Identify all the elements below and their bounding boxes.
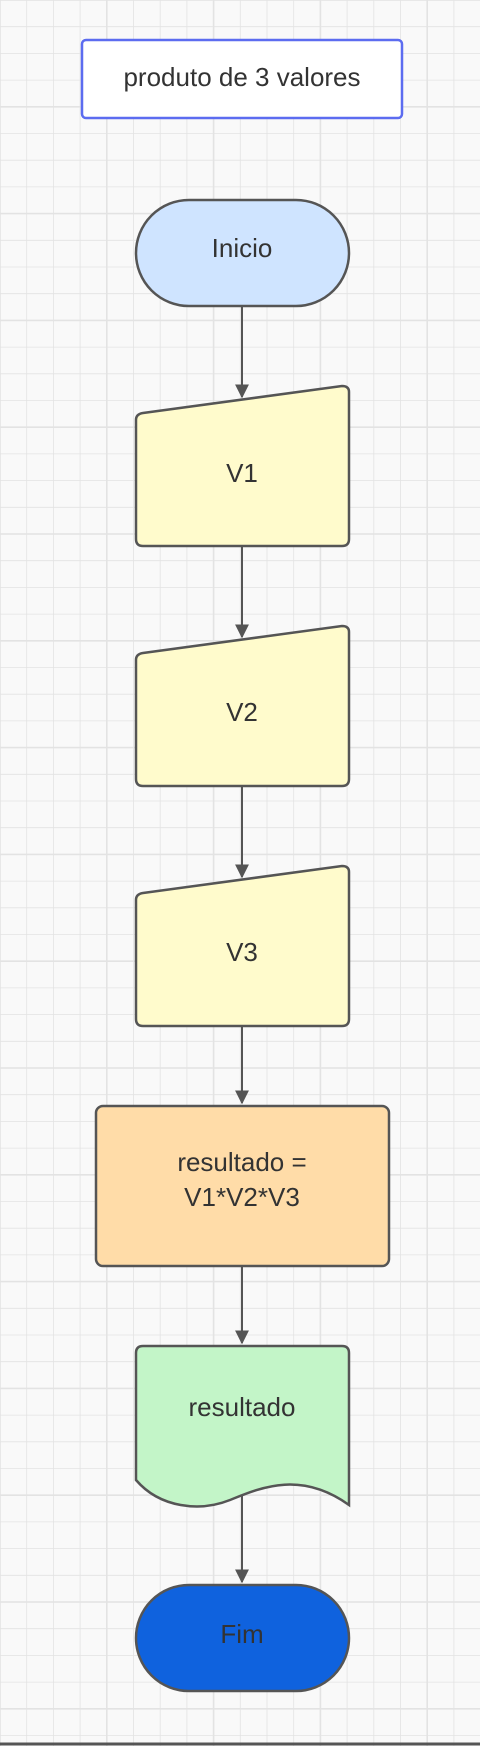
input-v2-shape bbox=[134, 624, 351, 788]
start-terminator[interactable]: Inicio bbox=[134, 198, 351, 308]
input-v2[interactable]: V2 bbox=[134, 624, 351, 788]
process-label-line1: resultado = bbox=[177, 1147, 306, 1177]
output-document[interactable]: resultado bbox=[134, 1344, 351, 1508]
output-shape bbox=[134, 1344, 351, 1508]
input-v2-label: V2 bbox=[226, 697, 258, 727]
output-label: resultado bbox=[189, 1392, 296, 1422]
process-node[interactable]: resultado = V1*V2*V3 bbox=[94, 1104, 391, 1268]
title-text: produto de 3 valores bbox=[123, 62, 360, 92]
input-v1-label: V1 bbox=[226, 458, 258, 488]
process-label-line2: V1*V2*V3 bbox=[184, 1182, 300, 1212]
end-label: Fim bbox=[220, 1619, 263, 1649]
input-v3[interactable]: V3 bbox=[134, 864, 351, 1028]
input-v1-shape bbox=[134, 384, 351, 548]
input-v1[interactable]: V1 bbox=[134, 384, 351, 548]
end-terminator[interactable]: Fim bbox=[134, 1583, 351, 1693]
input-v3-shape bbox=[134, 864, 351, 1028]
start-label: Inicio bbox=[212, 233, 273, 263]
process-shape bbox=[94, 1104, 391, 1268]
end-shape bbox=[134, 1583, 351, 1693]
title-box bbox=[80, 38, 404, 120]
input-v3-label: V3 bbox=[226, 937, 258, 967]
start-shape bbox=[134, 198, 351, 308]
diagram-title[interactable]: produto de 3 valores bbox=[80, 38, 404, 120]
